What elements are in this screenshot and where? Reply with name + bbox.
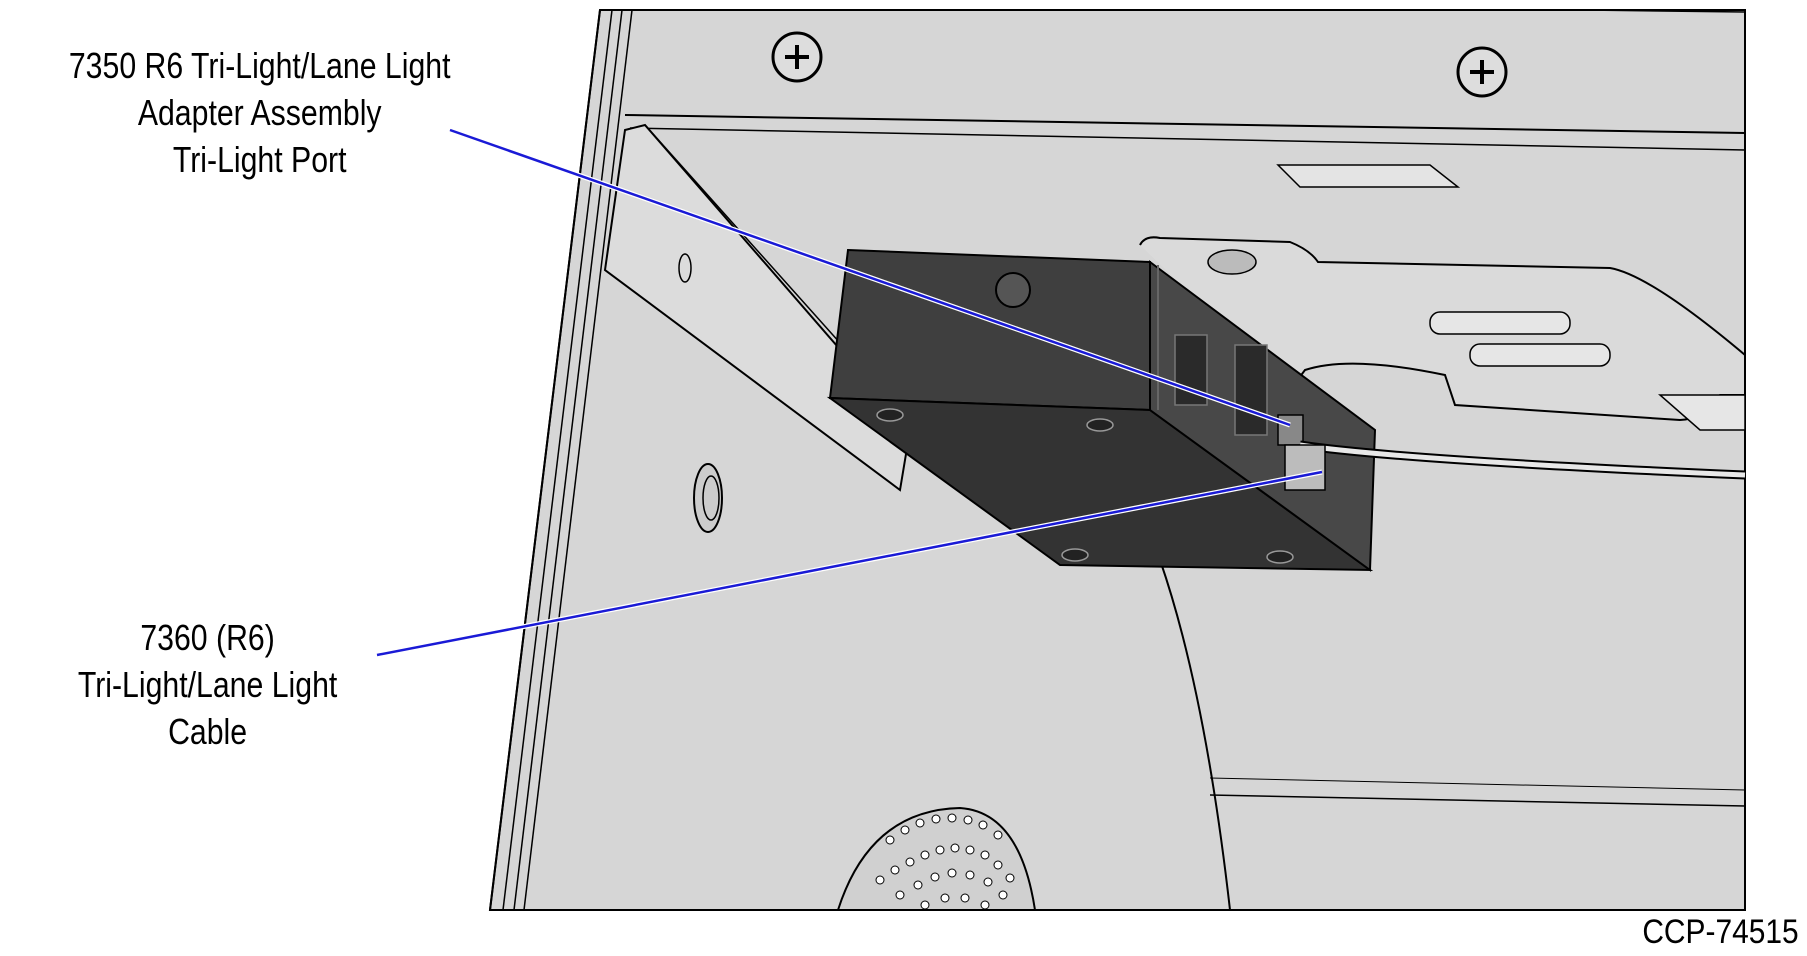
figure-id-label: CCP-74515 [1642,913,1799,951]
callout-line: 7350 R6 Tri-Light/Lane Light [68,45,451,86]
cable-callout-label: 7360 (R6) Tri-Light/Lane Light Cable [33,614,382,755]
adapter-port-leader-line [449,128,1291,427]
callout-line: Tri-Light Port [172,139,347,180]
callout-line: Tri-Light/Lane Light [77,664,338,705]
adapter-port-callout-label: 7350 R6 Tri-Light/Lane Light Adapter Ass… [41,42,478,183]
screw-icon [1456,46,1508,98]
screw-icon [995,272,1031,308]
tri-light-cable [1284,440,1746,491]
callout-line: Adapter Assembly [137,92,382,133]
callout-line: Cable [168,711,248,752]
callout-line: 7360 (R6) [140,617,275,658]
screw-icon [771,31,823,83]
speaker-grille-icon [836,806,1037,911]
cable-leader-line [376,470,1323,657]
